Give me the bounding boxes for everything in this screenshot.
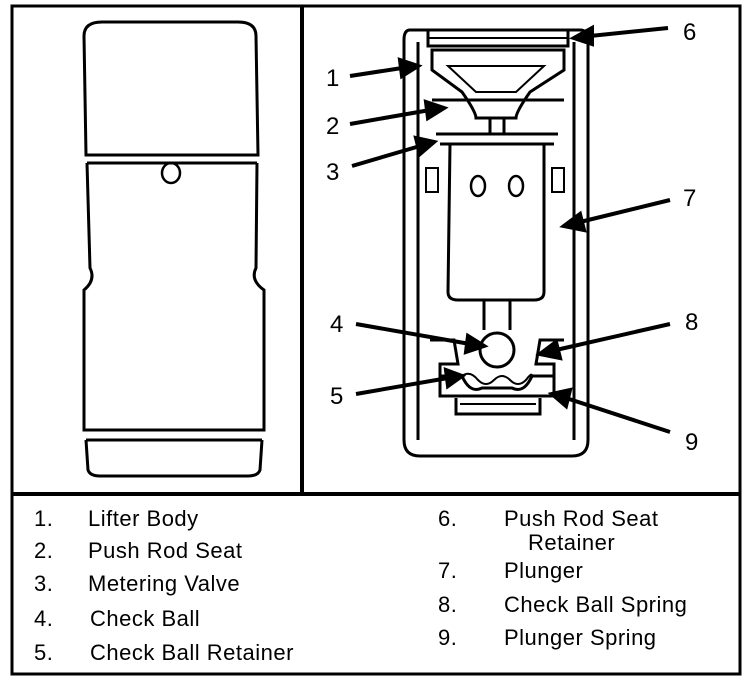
legend-label: Plunger Spring xyxy=(504,625,657,650)
legend-label: Check Ball Spring xyxy=(504,592,688,617)
leader-arrows xyxy=(349,24,671,434)
legend-number: 3. xyxy=(34,571,54,596)
legend-label: Check Ball Retainer xyxy=(90,640,294,665)
parts-legend: 1. Lifter Body 2. Push Rod Seat 3. Meter… xyxy=(14,498,742,674)
lifter-exterior-view xyxy=(82,20,266,478)
legend-number: 4. xyxy=(34,606,54,631)
legend-label: Push Rod Seat xyxy=(88,538,243,563)
legend-number: 2. xyxy=(34,538,54,563)
legend-label: Check Ball xyxy=(90,606,201,631)
legend-label: Metering Valve xyxy=(88,571,241,596)
legend-number: 6. xyxy=(438,506,458,531)
callout-8: 8 xyxy=(685,309,698,336)
callout-3: 3 xyxy=(326,159,339,186)
legend-label: Plunger xyxy=(504,558,584,583)
legend-number: 7. xyxy=(438,558,458,583)
legend-number: 9. xyxy=(438,625,458,650)
legend-label: Push Rod Seat xyxy=(504,506,659,531)
legend-label: Lifter Body xyxy=(88,506,199,531)
callout-9: 9 xyxy=(685,429,698,456)
outer-frame xyxy=(10,4,742,676)
callout-6: 6 xyxy=(683,19,696,46)
legend-number: 1. xyxy=(34,506,54,531)
callout-1: 1 xyxy=(326,65,339,92)
legend-number: 5. xyxy=(34,640,54,665)
callout-5: 5 xyxy=(330,383,343,410)
legend-number: 8. xyxy=(438,592,458,617)
legend-label-continued: Retainer xyxy=(528,530,616,555)
callout-2: 2 xyxy=(326,113,339,140)
callout-7: 7 xyxy=(683,185,696,212)
callout-4: 4 xyxy=(330,311,343,338)
